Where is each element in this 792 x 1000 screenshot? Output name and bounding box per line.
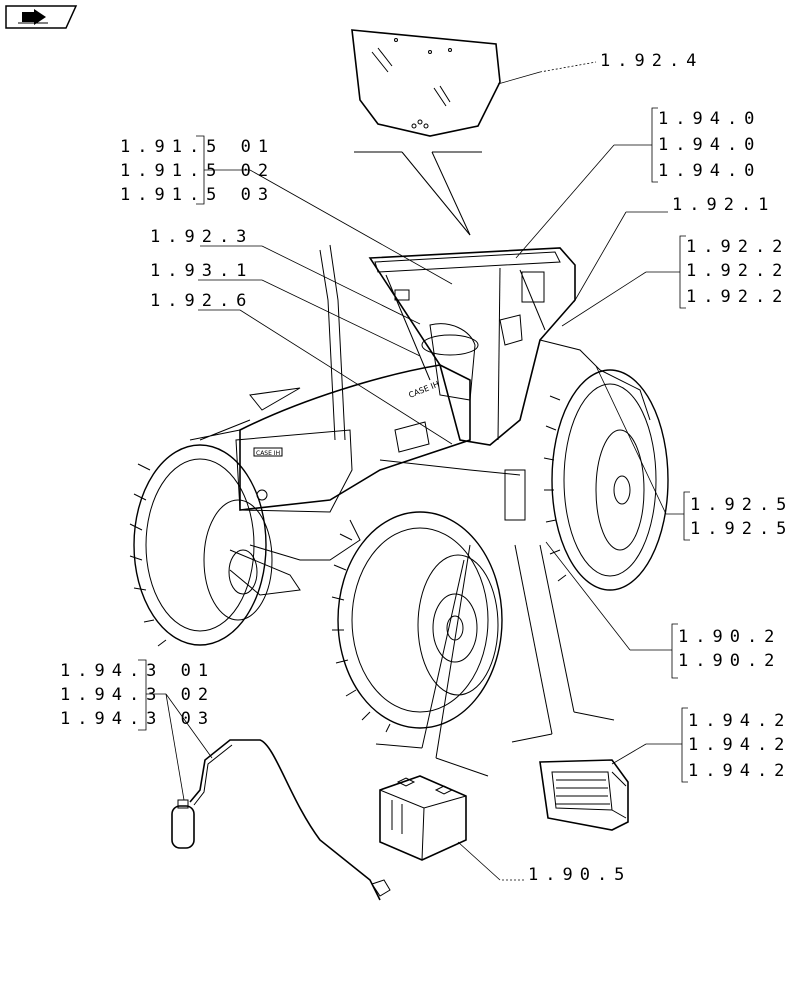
svg-text:1.94.2: 1.94.2: [688, 761, 791, 781]
callout-cab-frame[interactable]: 1.92.1: [573, 195, 775, 303]
hood-decal: CASE IH: [256, 450, 280, 457]
separator-lines: [354, 151, 615, 777]
svg-text:1.90.5: 1.90.5: [528, 865, 631, 885]
svg-text:1.94.0: 1.94.0: [658, 109, 761, 129]
svg-text:1.92.1: 1.92.1: [672, 195, 775, 215]
svg-text:1.92.2: 1.92.2: [686, 261, 789, 281]
callout-seat[interactable]: 1.91.5 01 1.91.5 02 1.91.5 03: [120, 135, 453, 285]
page-navigation-arrow-icon[interactable]: [5, 5, 78, 29]
svg-text:1.91.5 01: 1.91.5 01: [120, 137, 275, 157]
callout-frame[interactable]: 1.90.2 1.90.2: [545, 541, 781, 679]
callout-receiver-drier[interactable]: 1.94.3 01 1.94.3 02 1.94.3 03: [60, 659, 215, 801]
svg-text:1.90.2: 1.90.2: [678, 651, 781, 671]
side-decal: CASE IH: [407, 379, 440, 399]
svg-text:1.93.1: 1.93.1: [150, 261, 253, 281]
svg-text:1.94.2: 1.94.2: [688, 711, 791, 731]
left-front-tyre: [129, 444, 273, 647]
callout-cab-interior[interactable]: 1.92.3: [150, 227, 421, 325]
battery-part: [379, 775, 467, 861]
svg-text:1.94.2: 1.94.2: [688, 735, 791, 755]
svg-text:1.94.0: 1.94.0: [658, 135, 761, 155]
callout-ac-unit[interactable]: 1.94.2 1.94.2 1.94.2: [611, 707, 791, 783]
callout-cab-roof[interactable]: 1.94.0 1.94.0 1.94.0: [515, 107, 761, 259]
callout-hood[interactable]: 1.92.6: [150, 291, 453, 445]
receiver-drier-part: [171, 739, 391, 901]
svg-text:1.92.3: 1.92.3: [150, 227, 253, 247]
cab: [319, 244, 651, 521]
svg-text:1.92.5: 1.92.5: [690, 495, 792, 515]
svg-text:1.92.2: 1.92.2: [686, 237, 789, 257]
svg-text:1.94.0: 1.94.0: [658, 161, 761, 181]
svg-text:1.91.5 02: 1.91.5 02: [120, 161, 275, 181]
callout-battery[interactable]: 1.90.5: [457, 841, 631, 885]
svg-text:1.94.3 02: 1.94.3 02: [60, 685, 215, 705]
svg-text:1.90.2: 1.90.2: [678, 627, 781, 647]
callout-mirrors[interactable]: 1.92.2 1.92.2 1.92.2: [561, 235, 789, 327]
ac-unit-part: [539, 759, 629, 831]
svg-text:1.92.2: 1.92.2: [686, 287, 789, 307]
svg-text:1.94.3 01: 1.94.3 01: [60, 661, 215, 681]
callout-fender[interactable]: 1.92.5 1.92.5: [595, 365, 792, 541]
right-front-tyre: [331, 511, 503, 733]
svg-text:1.91.5 03: 1.91.5 03: [120, 185, 275, 205]
svg-text:1.92.5: 1.92.5: [690, 519, 792, 539]
svg-text:1.92.6: 1.92.6: [150, 291, 253, 311]
svg-text:1.92.4: 1.92.4: [600, 51, 703, 71]
windscreen-part: [351, 29, 501, 137]
right-rear-tyre: [543, 369, 669, 591]
callout-steering[interactable]: 1.93.1: [150, 261, 421, 357]
tractor-illustration: CASE IH CASE IH: [129, 244, 669, 733]
svg-text:1.94.3 03: 1.94.3 03: [60, 709, 215, 729]
callout-windscreen[interactable]: 1.92.4: [497, 51, 703, 85]
